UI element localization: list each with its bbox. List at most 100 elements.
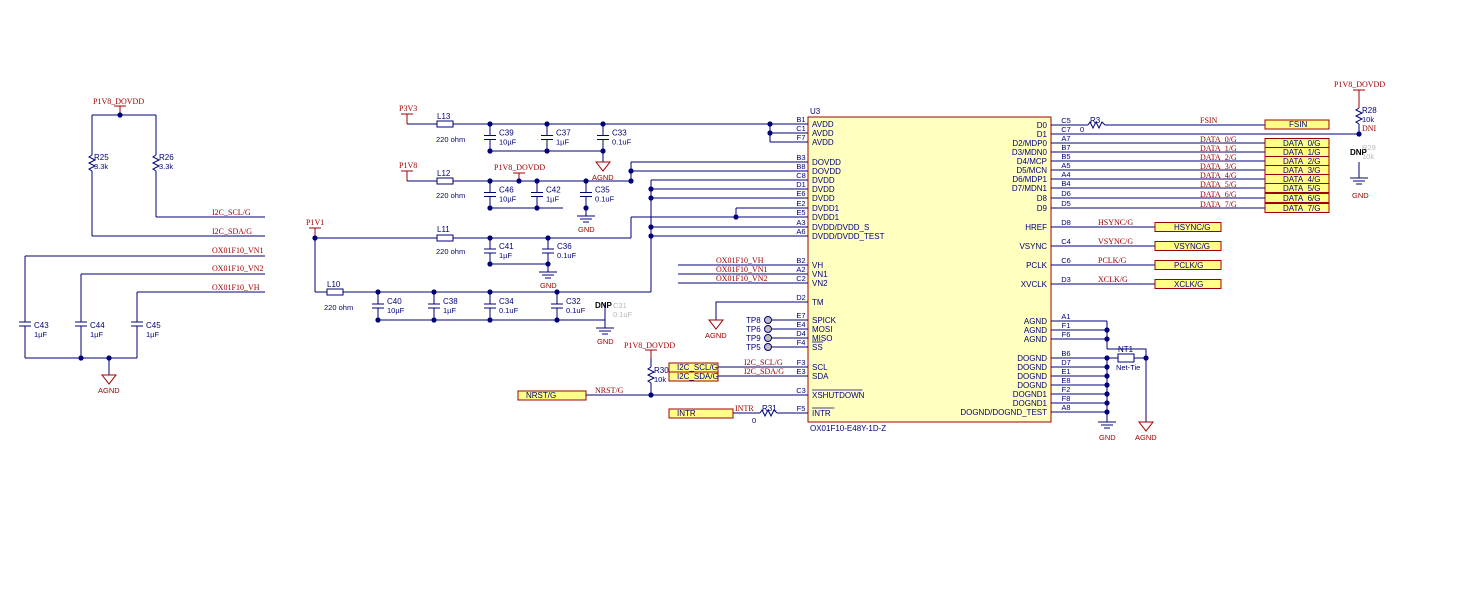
sync-port — [1154, 260, 1222, 270]
ic-pin-number: B1 — [796, 115, 805, 124]
agnd-label-tm: AGND — [705, 331, 727, 340]
ic-pin-number: C3 — [796, 386, 806, 395]
power-p1v8-dovdd-label-left: P1V8_DOVDD — [93, 97, 144, 106]
data-net-label: DATA_4/G — [1200, 171, 1237, 180]
power-p1v8-dovdd-label-r30: P1V8_DOVDD — [624, 341, 675, 350]
net-nrst: NRST/G — [595, 386, 624, 395]
net-vn1-right: OX01F10_VN1 — [716, 265, 768, 274]
ic-pin-name: AVDD — [812, 138, 834, 147]
port-i2c-sda-label: I2C_SDA/G — [677, 372, 719, 381]
sync-nets: HSYNC/GHSYNC/GVSYNC/GVSYNC/GPCLK/GPCLK/G… — [1063, 218, 1222, 289]
r25-value: 3.3k — [94, 162, 108, 171]
data-port — [1264, 193, 1330, 203]
capacitor-ref: C40 — [387, 297, 402, 306]
port-fsin — [1264, 119, 1330, 130]
power-p3v3-label: P3V3 — [399, 104, 417, 113]
ic-pin-name: DOGND — [1017, 354, 1047, 363]
data-port-label: DATA_7/G — [1283, 204, 1321, 213]
capacitor-ref: C41 — [499, 242, 514, 251]
vh-vn-nets: OX01F10_VH OX01F10_VN1 OX01F10_VN2 AGND — [678, 256, 796, 340]
r28-note: DNI — [1362, 124, 1377, 133]
inductor-l12-value: 220 ohm — [436, 191, 465, 200]
junction-dot — [544, 148, 550, 154]
ic-pin-number: F6 — [1062, 330, 1071, 339]
junction-dot — [554, 289, 560, 295]
test-point-label: TP9 — [746, 334, 761, 343]
port-intr-label: INTR — [677, 409, 696, 418]
ic-pin-number: D4 — [796, 329, 806, 338]
ic-pin-name: D2/MDP0 — [1012, 139, 1047, 148]
net-i2c-sda-right: I2C_SDA/G — [744, 367, 784, 376]
data-net-label: DATA_7/G — [1200, 200, 1237, 209]
ic-pin-number: D7 — [1061, 358, 1071, 367]
resistor-r25 — [87, 154, 97, 172]
ic-pin-number: A8 — [1061, 403, 1070, 412]
ic-pin-name: MISO — [812, 334, 832, 343]
gnd-label-c36: GND — [540, 281, 557, 290]
junction-dot — [545, 235, 551, 241]
ic-pin-number: C7 — [1061, 125, 1071, 134]
ic-u3: U3 OX01F10-E48Y-1D-Z B1AVDDC1AVDDF7AVDDB… — [796, 107, 1071, 433]
ic-pin-name: TM — [812, 298, 824, 307]
capacitor-group: C3910µFC371µFC330.1uFC4610µFC421µFC350.1… — [372, 121, 632, 323]
ic-pin-name: DOVDD — [812, 167, 841, 176]
ic-pin-name: VN2 — [812, 279, 828, 288]
ic-pin-number: D6 — [1061, 189, 1071, 198]
ic-pin-name: SS — [812, 343, 823, 352]
inductor-l12 — [436, 177, 454, 185]
ic-pin-number: E8 — [1061, 376, 1070, 385]
test-point-label: TP8 — [746, 316, 761, 325]
data-net-label: DATA_6/G — [1200, 190, 1237, 199]
sync-port — [1154, 241, 1222, 251]
r30-ref: R30 — [654, 366, 669, 375]
sync-net-label: HSYNC/G — [1098, 218, 1133, 227]
net-vh-left: OX01F10_VH — [212, 283, 260, 292]
inductor-l10-ref: L10 — [327, 280, 341, 289]
ic-u3-part: OX01F10-E48Y-1D-Z — [810, 424, 886, 433]
ic-pin-name: AVDD — [812, 120, 834, 129]
capacitor-ref: C35 — [595, 186, 610, 195]
ic-pin-number: B6 — [1061, 349, 1070, 358]
agnd-triangle — [594, 161, 612, 172]
inductor-l11-ref: L11 — [437, 225, 450, 234]
ic-pin-name: D9 — [1037, 204, 1048, 213]
capacitor-value: 0.1uF — [612, 138, 632, 147]
ic-pin-number: E2 — [796, 199, 805, 208]
data-port-label: DATA_3/G — [1283, 166, 1321, 175]
ic-pin-number: B2 — [796, 256, 805, 265]
ic-pin-number: F3 — [797, 358, 806, 367]
net-i2c-scl-right: I2C_SCL/G — [744, 358, 783, 367]
inductor-l13-value: 220 ohm — [436, 135, 465, 144]
junction-dot — [487, 178, 493, 184]
capacitor-ref: C38 — [443, 297, 458, 306]
ic-pin-number: C8 — [796, 171, 806, 180]
ic-pin-number: A7 — [1061, 134, 1070, 143]
ic-pin-name: HREF — [1025, 223, 1047, 232]
net-vn2-left: OX01F10_VN2 — [212, 264, 264, 273]
ic-pin-name: PCLK — [1026, 261, 1048, 270]
inductor-l10 — [326, 288, 344, 296]
nt1-value: Net-Tie — [1116, 363, 1140, 372]
test-point-label: TP5 — [746, 343, 761, 352]
capacitor-ref: C36 — [557, 242, 572, 251]
gnd-label-c32: GND — [597, 337, 614, 346]
ic-pin-number: F5 — [797, 404, 806, 413]
power-p1v8-dovdd-label-right: P1V8_DOVDD — [1334, 80, 1385, 89]
sync-net-label: XCLK/G — [1098, 275, 1128, 284]
capacitor-value: 1µF — [499, 251, 512, 260]
junction-dot — [375, 317, 381, 323]
ic-pin-number: A4 — [1061, 170, 1070, 179]
ic-u3-ref: U3 — [810, 107, 821, 116]
ic-pin-name: D8 — [1037, 194, 1048, 203]
ic-pin-name: DOGND — [1017, 372, 1047, 381]
ic-pin-number: B8 — [796, 162, 805, 171]
r28-value: 10k — [1362, 115, 1374, 124]
ic-pin-number: D5 — [1061, 199, 1071, 208]
ic-pin-name: AVDD — [812, 129, 834, 138]
junction-dot — [487, 261, 493, 267]
junction-dot — [375, 289, 381, 295]
